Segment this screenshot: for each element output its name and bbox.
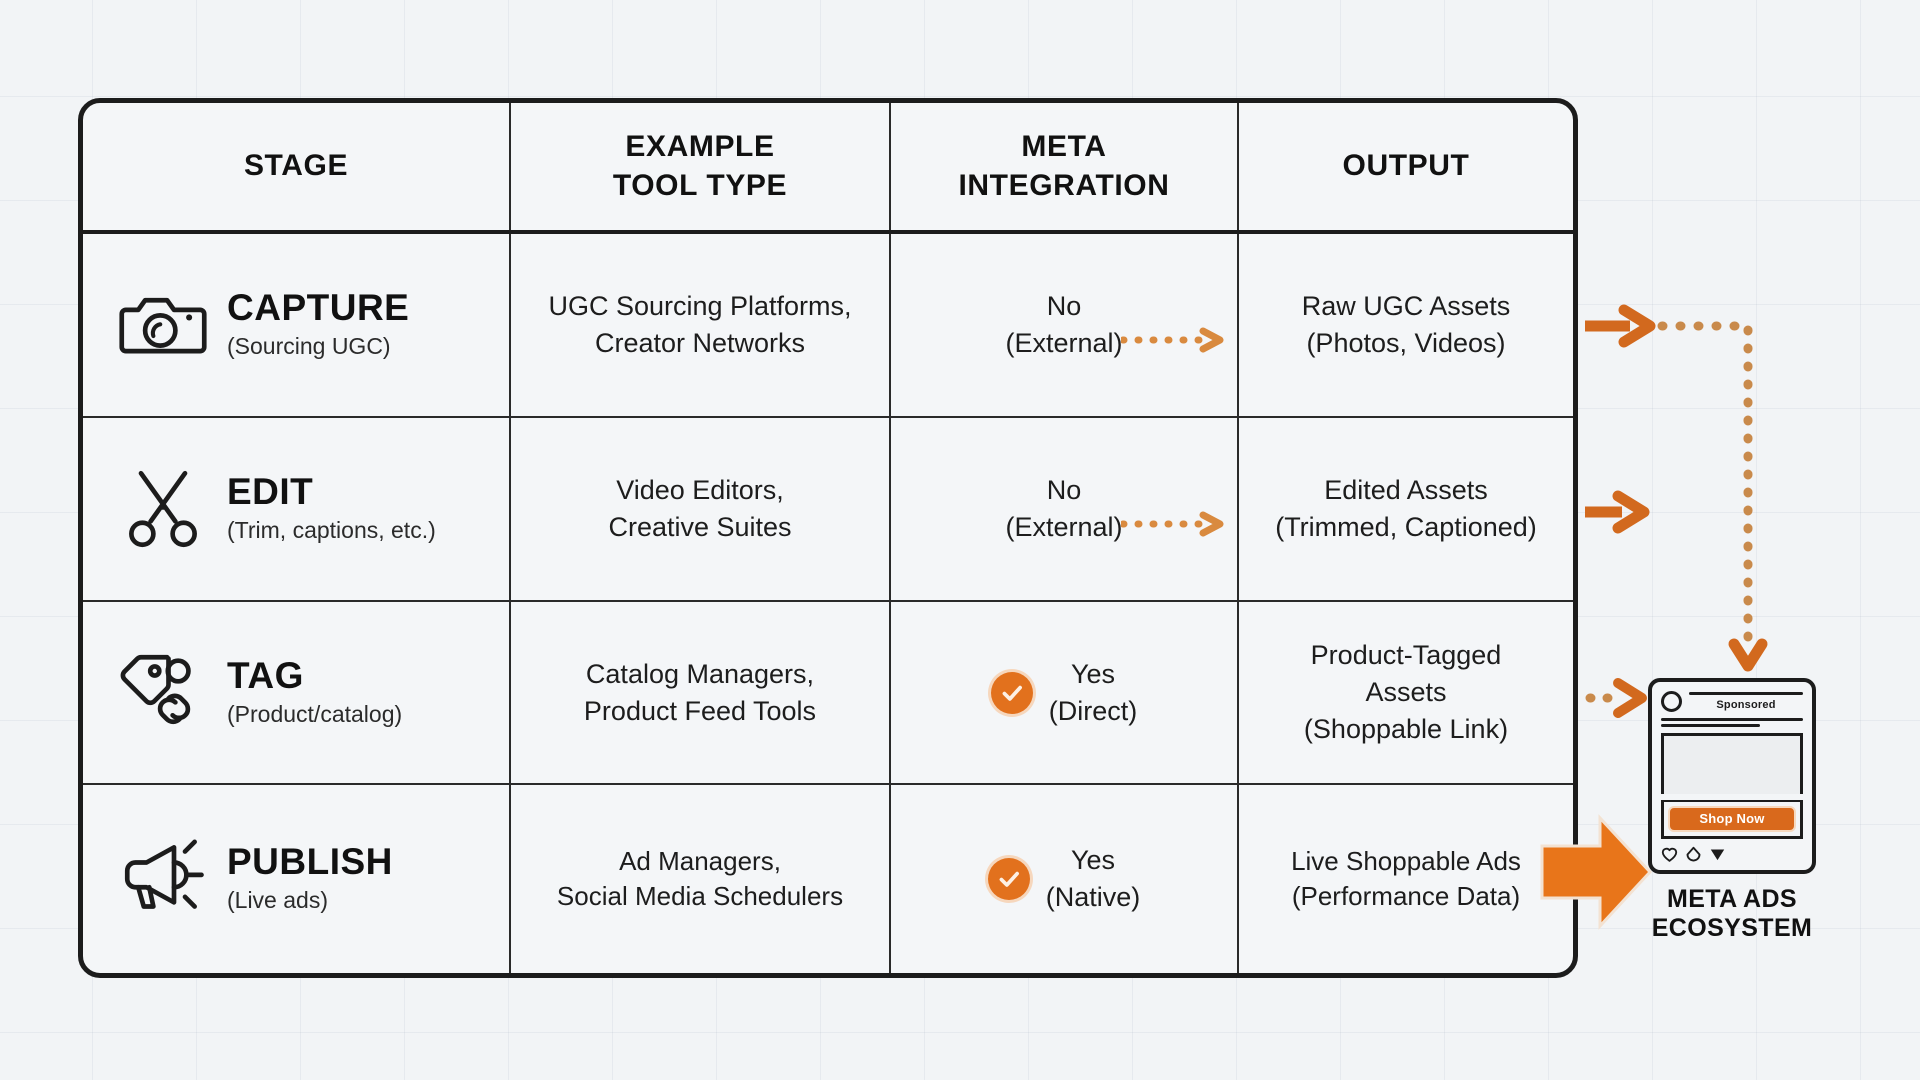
meta-value: No (1046, 291, 1082, 322)
output-cell: Live Shoppable Ads (Performance Data) (1239, 785, 1573, 973)
table-header-row: STAGE EXAMPLE TOOL TYPE META INTEGRATION… (83, 103, 1573, 235)
sponsored-label: Sponsored (1716, 699, 1776, 711)
check-circle-icon (987, 858, 1030, 901)
tool-line2: Product Feed Tools (583, 695, 817, 726)
comment-icon[interactable] (1685, 846, 1702, 863)
meta-detail: (External) (1005, 511, 1123, 542)
stage-title: CAPTURE (227, 287, 410, 329)
meta-detail: (Native) (1045, 882, 1141, 913)
meta-cell: No (External) (891, 234, 1239, 417)
meta-ads-ecosystem: Sponsored Shop Now (1648, 678, 1816, 943)
ad-preview-card: Sponsored Shop Now (1648, 678, 1816, 874)
stage-title: TAG (227, 654, 304, 696)
ad-header: Sponsored (1661, 691, 1803, 712)
tool-line2: Creator Networks (594, 328, 806, 359)
header-meta-line2: INTEGRATION (958, 168, 1170, 202)
stage-cell-publish: PUBLISH (Live ads) (83, 785, 511, 973)
tool-line1: UGC Sourcing Platforms, (548, 291, 852, 322)
output-line2: (Photos, Videos) (1306, 328, 1506, 359)
meta-detail: (Direct) (1048, 695, 1138, 726)
dotted-arrow-right-icon (1121, 511, 1224, 537)
stage-title: PUBLISH (227, 841, 393, 883)
ecosystem-title: META ADS ECOSYSTEM (1648, 885, 1816, 943)
stage-subtitle: (Live ads) (227, 887, 328, 914)
tool-cell: UGC Sourcing Platforms, Creator Networks (511, 234, 891, 417)
output-line1: Live Shoppable Ads (1291, 845, 1521, 876)
ad-caption-line-2 (1661, 724, 1761, 727)
ecosystem-title-line2: ECOSYSTEM (1651, 914, 1813, 942)
stage-subtitle: (Trim, captions, etc.) (227, 517, 436, 543)
dotted-arrow-right-icon (1121, 327, 1224, 353)
connector-edit-solid-arrow (1585, 490, 1650, 534)
meta-value: Yes (1070, 845, 1116, 876)
header-output-line1: OUTPUT (1342, 149, 1470, 183)
check-circle-icon (990, 671, 1033, 714)
stage-subtitle: (Sourcing UGC) (227, 333, 391, 360)
tool-line2: Social Media Schedulers (556, 881, 844, 912)
scissors-icon (119, 465, 207, 553)
ecosystem-title-line1: META ADS (1666, 885, 1798, 913)
meta-cell: Yes (Native) (891, 785, 1239, 973)
tool-line1: Catalog Managers, (585, 658, 815, 689)
camera-icon (119, 281, 207, 369)
tool-line2: Creative Suites (608, 511, 792, 542)
table-row: PUBLISH (Live ads) Ad Managers, Social M… (83, 785, 1573, 973)
ad-cta-wrapper: Shop Now (1661, 800, 1803, 839)
avatar-icon (1661, 691, 1682, 712)
stage-cell-capture: CAPTURE (Sourcing UGC) (83, 234, 511, 417)
process-table: STAGE EXAMPLE TOOL TYPE META INTEGRATION… (78, 98, 1578, 978)
connector-capture-solid-arrow (1585, 304, 1656, 348)
tool-cell: Ad Managers, Social Media Schedulers (511, 785, 891, 973)
tool-line1: Video Editors, (616, 475, 784, 506)
stage-subtitle: (Product/catalog) (227, 700, 403, 727)
ad-caption-lines (1661, 718, 1803, 727)
stage-title: EDIT (227, 471, 314, 513)
table-row: EDIT (Trim, captions, etc.) Video Editor… (83, 418, 1573, 602)
output-line3: (Shoppable Link) (1303, 713, 1509, 744)
output-cell: Raw UGC Assets (Photos, Videos) (1239, 234, 1573, 416)
meta-cell: Yes (Direct) (891, 601, 1239, 784)
connector-capture-dotted-elbow (1657, 321, 1768, 672)
header-cell-meta-integration: META INTEGRATION (891, 103, 1239, 231)
heart-icon[interactable] (1661, 846, 1678, 863)
ad-image-placeholder (1661, 733, 1803, 794)
connector-tag-dotted-arrow (1585, 678, 1647, 718)
ad-action-bar (1661, 845, 1803, 863)
header-cell-tool-type: EXAMPLE TOOL TYPE (511, 103, 891, 231)
tag-link-icon (119, 649, 207, 737)
meta-value: No (1046, 475, 1082, 506)
ad-caption-line-1 (1661, 718, 1803, 721)
header-cell-stage: STAGE (83, 103, 511, 231)
output-line1: Product-Tagged (1310, 640, 1502, 671)
header-tool-line1: EXAMPLE (625, 130, 775, 164)
tool-line1: Ad Managers, (619, 845, 781, 876)
header-stage-line1: STAGE (243, 149, 349, 183)
header-tool-line2: TOOL TYPE (612, 168, 788, 202)
meta-detail: (External) (1005, 328, 1123, 359)
output-line2: Assets (1365, 677, 1447, 708)
table-row: TAG (Product/catalog) Catalog Managers, … (83, 601, 1573, 786)
output-line1: Edited Assets (1324, 475, 1488, 506)
ad-header-line (1689, 692, 1803, 695)
send-icon[interactable] (1709, 846, 1726, 863)
stage-cell-tag: TAG (Product/catalog) (83, 601, 511, 784)
output-line1: Raw UGC Assets (1301, 291, 1511, 322)
meta-value: Yes (1070, 658, 1116, 689)
stage-cell-edit: EDIT (Trim, captions, etc.) (83, 418, 511, 600)
tool-cell: Video Editors, Creative Suites (511, 418, 891, 600)
meta-cell: No (External) (891, 418, 1239, 600)
tool-cell: Catalog Managers, Product Feed Tools (511, 601, 891, 784)
megaphone-icon (119, 835, 207, 923)
header-meta-line1: META (1021, 130, 1107, 164)
output-cell: Product-Tagged Assets (Shoppable Link) (1239, 602, 1573, 784)
table-row: CAPTURE (Sourcing UGC) UGC Sourcing Plat… (83, 234, 1573, 419)
output-line2: (Performance Data) (1291, 881, 1521, 912)
output-line2: (Trimmed, Captioned) (1275, 511, 1537, 542)
header-cell-output: OUTPUT (1239, 103, 1573, 230)
shop-now-button[interactable]: Shop Now (1668, 806, 1796, 832)
output-cell: Edited Assets (Trimmed, Captioned) (1239, 418, 1573, 600)
